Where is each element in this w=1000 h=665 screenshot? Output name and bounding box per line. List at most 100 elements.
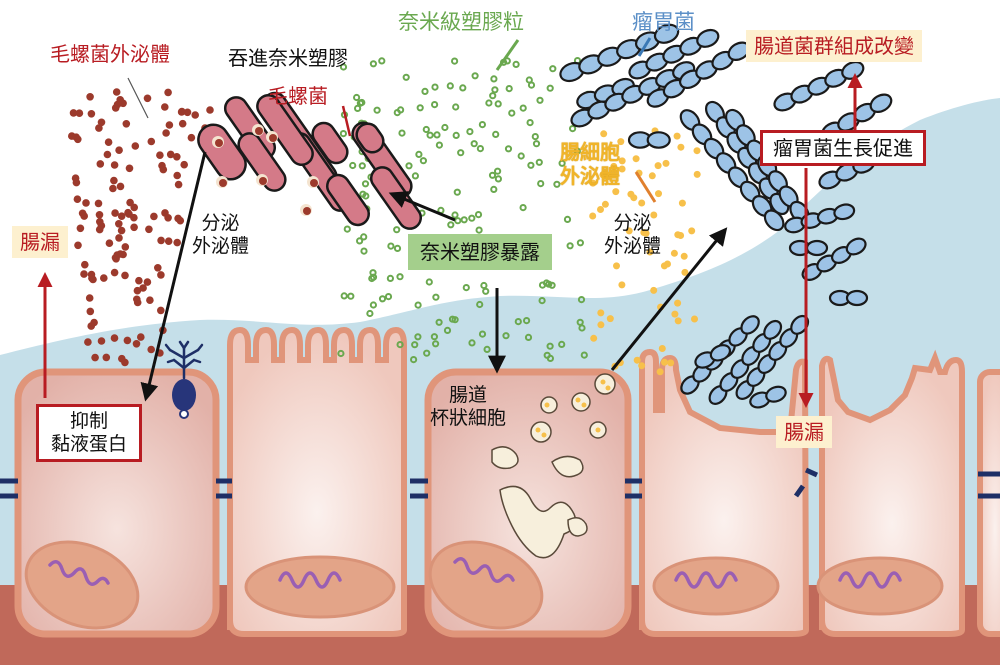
host-exosome-dot	[599, 171, 607, 179]
exosome-dot	[69, 109, 78, 117]
exosome-dot	[164, 237, 173, 245]
exosome-dot	[146, 296, 154, 305]
exosome-dot	[191, 111, 199, 119]
exosome-dot	[117, 212, 126, 220]
engulfed-nanoplastic	[269, 134, 277, 142]
nanoplastic-dot	[430, 333, 438, 341]
label-goblet-line1: 腸道	[449, 384, 488, 406]
nanoplastic-dot	[431, 101, 439, 109]
host-exosome-dot	[691, 315, 698, 323]
nanoplastic-dot	[378, 57, 386, 65]
exosome-dot	[97, 221, 106, 230]
exosome-dot	[115, 146, 123, 154]
engulfed-nanoplastic	[215, 139, 223, 147]
nanoplastic-dot	[337, 349, 345, 358]
exosome-dot	[206, 106, 214, 114]
nanoplastic-dot	[384, 293, 393, 301]
label-goblet-line2: 杯狀細胞	[430, 406, 507, 429]
label-spirochete: 毛螺菌	[268, 84, 328, 108]
nanoplastic-dot	[526, 119, 534, 127]
label-intestinal-exo-line1: 腸細胞	[560, 140, 620, 164]
mucin-glycoprotein-icon	[164, 340, 204, 419]
nanoplastic-dot	[387, 242, 395, 250]
exosome-dot	[130, 223, 138, 232]
label-secrete-exosomes-left: 分泌 外泌體	[192, 212, 249, 258]
host-exosome-dot	[693, 147, 701, 155]
host-exosome-dot	[604, 173, 612, 180]
ruminococcus-chain	[773, 60, 865, 112]
host-exosome-dot	[650, 211, 658, 219]
nanoplastic-leader-line	[495, 39, 520, 71]
nanoplastic-dot	[359, 190, 367, 198]
nanoplastic-dot	[397, 106, 405, 114]
host-exosome-dot	[612, 188, 620, 196]
nanoplastic-dot	[488, 171, 497, 179]
exosome-dot	[122, 120, 131, 128]
exosome-dot	[150, 212, 158, 221]
host-exosome-dot	[678, 199, 686, 207]
exosome-dot	[116, 182, 125, 191]
tight-junctions	[0, 467, 1000, 499]
spirochete-rod	[237, 132, 287, 192]
host-exosome-dot	[618, 165, 626, 173]
spirochete-exosome-particles	[68, 88, 244, 367]
ruminococcus-chain	[735, 314, 810, 400]
host-exosome-dot	[646, 248, 654, 256]
host-exosome-dot	[601, 200, 609, 208]
nanoplastic-dot	[386, 274, 394, 282]
nanoplastic-dot	[558, 159, 566, 167]
host-exosome-dot	[589, 179, 597, 187]
nanoplastic-dot	[476, 145, 484, 153]
nanoplastic-dot	[578, 324, 586, 332]
exosome-dot	[115, 220, 123, 228]
nanoplastic-dot	[470, 140, 478, 148]
nanoplastic-dot	[415, 150, 423, 158]
nanoplastic-dot	[519, 204, 527, 212]
nanoplastic-dot	[494, 167, 502, 175]
exosome-dot	[126, 198, 134, 207]
label-goblet-cell: 腸道 杯狀細胞	[430, 384, 506, 430]
nanoplastic-dot	[485, 99, 493, 107]
label-secrete-left-line2: 外泌體	[192, 234, 250, 257]
exosome-dot	[94, 199, 103, 208]
host-exosome-dot	[681, 268, 689, 276]
label-inhibit-line2: 黏液蛋白	[51, 432, 128, 455]
exosome-dot	[110, 334, 119, 342]
exosome-leader-line	[127, 77, 149, 119]
nanoplastic-dot	[524, 333, 533, 341]
arrow-exosome-to-cell	[140, 151, 207, 402]
nanoplastic-dot	[425, 278, 433, 286]
exosome-dot	[105, 239, 114, 247]
label-nanoplastic-exposure: 奈米塑膠暴露	[408, 234, 552, 270]
exosome-dot	[176, 216, 185, 225]
host-exosome-leader-line	[634, 171, 657, 203]
spirochete-rod	[325, 173, 371, 227]
host-exosome-dot	[632, 155, 640, 163]
nanoplastic-dot	[443, 326, 452, 334]
exosome-dot	[118, 354, 126, 363]
label-secrete-exosomes-right: 分泌 外泌體	[604, 212, 661, 258]
exosome-dot	[157, 236, 165, 245]
host-exosome-dot	[597, 321, 605, 329]
ruminococcus-bacteria	[559, 23, 910, 409]
exosome-dot	[76, 224, 85, 233]
host-exosome-dot	[625, 227, 633, 235]
label-intestinal-exo-line2: 外泌體	[560, 164, 620, 188]
nanoplastic-dot	[360, 233, 368, 241]
exosome-dot	[87, 110, 96, 118]
nanoplastic-dot	[569, 125, 577, 133]
host-exosome-dot	[590, 334, 598, 342]
host-exosome-dot	[673, 132, 681, 140]
label-secrete-left-line1: 分泌	[201, 212, 240, 234]
exosome-dot	[115, 234, 123, 242]
nanoplastic-dot	[471, 72, 479, 80]
exosome-dot	[97, 118, 106, 127]
nanoplastic-dot	[545, 280, 553, 288]
ruminococcus-chain	[628, 28, 720, 80]
host-exosome-dot	[688, 227, 696, 235]
exosome-dot	[147, 345, 155, 354]
exosome-dot	[112, 88, 121, 96]
exosome-dot	[100, 274, 108, 282]
exosome-dot	[116, 96, 124, 104]
nanoplastic-dot	[454, 217, 462, 225]
